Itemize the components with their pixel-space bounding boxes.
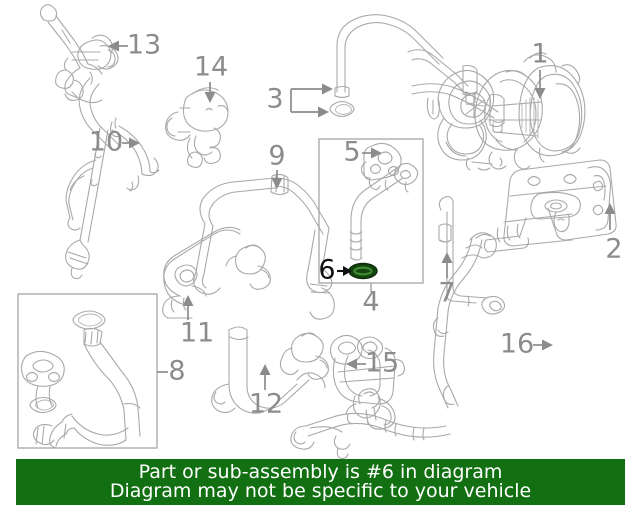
part-10-graphic	[65, 77, 160, 280]
callout-label-2: 2	[605, 234, 622, 265]
part-14-graphic	[165, 87, 229, 168]
callout-14: 14	[194, 52, 228, 103]
callout-3: 3	[266, 83, 333, 118]
callout-11: 11	[180, 295, 214, 349]
callout-13: 13	[108, 30, 161, 61]
callout-label-10: 10	[89, 127, 123, 158]
part-4-graphic	[349, 162, 419, 261]
banner-line-2: Diagram may not be specific to your vehi…	[109, 480, 532, 502]
part-5-graphic	[360, 142, 402, 191]
callout-8: 8	[157, 356, 186, 387]
part-9-graphic	[193, 173, 335, 320]
callout-label-3: 3	[266, 84, 283, 115]
part-6-highlighted-graphic[interactable]	[348, 262, 378, 280]
part-13-graphic	[39, 4, 119, 104]
callout-label-5: 5	[343, 137, 360, 168]
callout-label-9: 9	[268, 141, 285, 172]
callout-label-11: 11	[180, 318, 214, 349]
callout-2: 2	[604, 203, 623, 265]
part-info-banner: Part or sub-assembly is #6 in diagram Di…	[16, 459, 625, 505]
part-2-graphic	[483, 159, 617, 253]
callout-16: 16	[500, 329, 553, 360]
callout-label-4: 4	[362, 287, 379, 318]
callout-label-15: 15	[365, 348, 399, 379]
callout-label-7: 7	[438, 278, 455, 309]
banner-line-1: Part or sub-assembly is #6 in diagram	[138, 460, 503, 483]
part-7-graphic	[438, 195, 506, 315]
callout-label-1: 1	[531, 39, 548, 70]
callout-label-6: 6	[318, 255, 335, 286]
callout-4: 4	[362, 287, 379, 318]
part-15-graphic	[329, 334, 405, 430]
callout-1: 1	[531, 39, 549, 99]
callout-9: 9	[268, 141, 286, 189]
part-1-graphic	[437, 52, 586, 171]
callout-12: 12	[249, 364, 283, 420]
callout-label-12: 12	[249, 389, 283, 420]
callout-15: 15	[346, 348, 399, 379]
callout-7: 7	[438, 252, 456, 309]
callout-label-8: 8	[168, 356, 185, 387]
callout-6[interactable]: 6	[318, 255, 352, 286]
part-11-graphic	[162, 226, 271, 319]
callout-label-14: 14	[194, 52, 228, 83]
part-12-graphic	[211, 326, 329, 414]
callout-5: 5	[343, 137, 382, 168]
group-box-part-8	[17, 293, 158, 449]
callout-label-13: 13	[127, 30, 161, 61]
callout-label-16: 16	[500, 329, 534, 360]
callout-10: 10	[89, 127, 140, 158]
part-16-graphic	[290, 232, 497, 460]
part-8-graphic	[20, 310, 141, 449]
